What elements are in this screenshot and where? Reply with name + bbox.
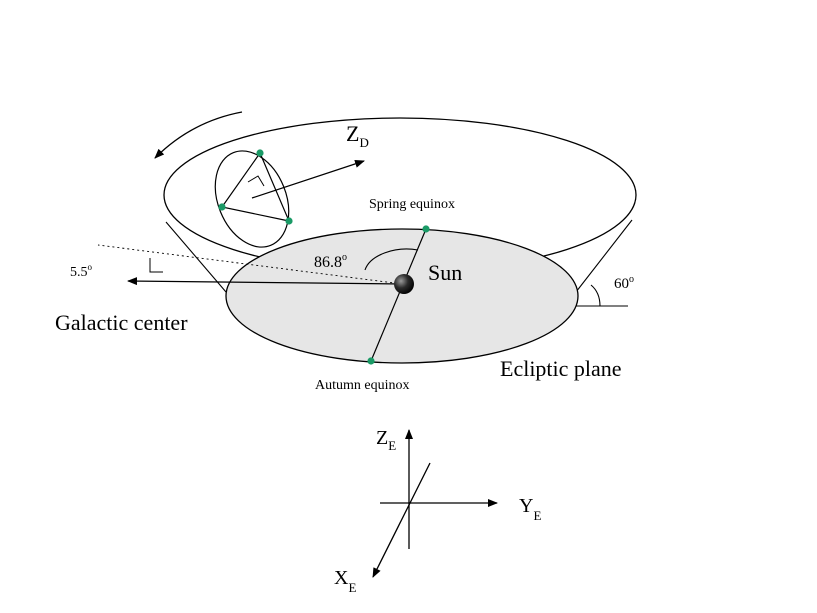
spacecraft-node — [256, 149, 264, 157]
angle-5-5-label: 5.5o — [70, 262, 93, 280]
xe-label: XE — [334, 567, 356, 595]
spacecraft-triangle — [220, 151, 291, 222]
angle-arc-86 — [364, 248, 419, 271]
sun-label: Sun — [428, 260, 462, 285]
galactic-center-arrow — [127, 277, 403, 286]
equinox-line — [370, 228, 427, 362]
angle-60-label: 60o — [614, 274, 634, 292]
zd-arrow — [251, 160, 365, 199]
sun-sphere-icon — [394, 274, 414, 294]
ye-label: YE — [519, 495, 541, 523]
angle-arc-60 — [590, 284, 601, 307]
galactic-center-label: Galactic center — [55, 310, 188, 335]
spring-equinox-node — [422, 225, 430, 233]
galactic-plane-dotted-line — [97, 244, 403, 285]
xe-axis-arrow — [372, 462, 431, 578]
cone-side-left — [165, 221, 227, 293]
autumn-equinox-node — [367, 357, 375, 365]
cone-side-right — [575, 219, 633, 293]
right-angle-icon — [247, 175, 265, 187]
angle-86-label: 86.8o — [314, 252, 347, 271]
spacecraft-node — [218, 203, 226, 211]
ecliptic-plane-label: Ecliptic plane — [500, 356, 622, 381]
ze-label: ZE — [376, 427, 396, 453]
curved-arrow-icon — [154, 111, 243, 159]
ecliptic-plane-ellipse — [225, 228, 579, 364]
detector-orbit-ellipse — [214, 150, 290, 248]
autumn-equinox-label: Autumn equinox — [315, 378, 410, 393]
right-angle-icon — [149, 258, 163, 273]
spacecraft-node — [285, 217, 293, 225]
spring-equinox-label: Spring equinox — [369, 197, 455, 212]
zd-label: ZD — [346, 121, 369, 150]
